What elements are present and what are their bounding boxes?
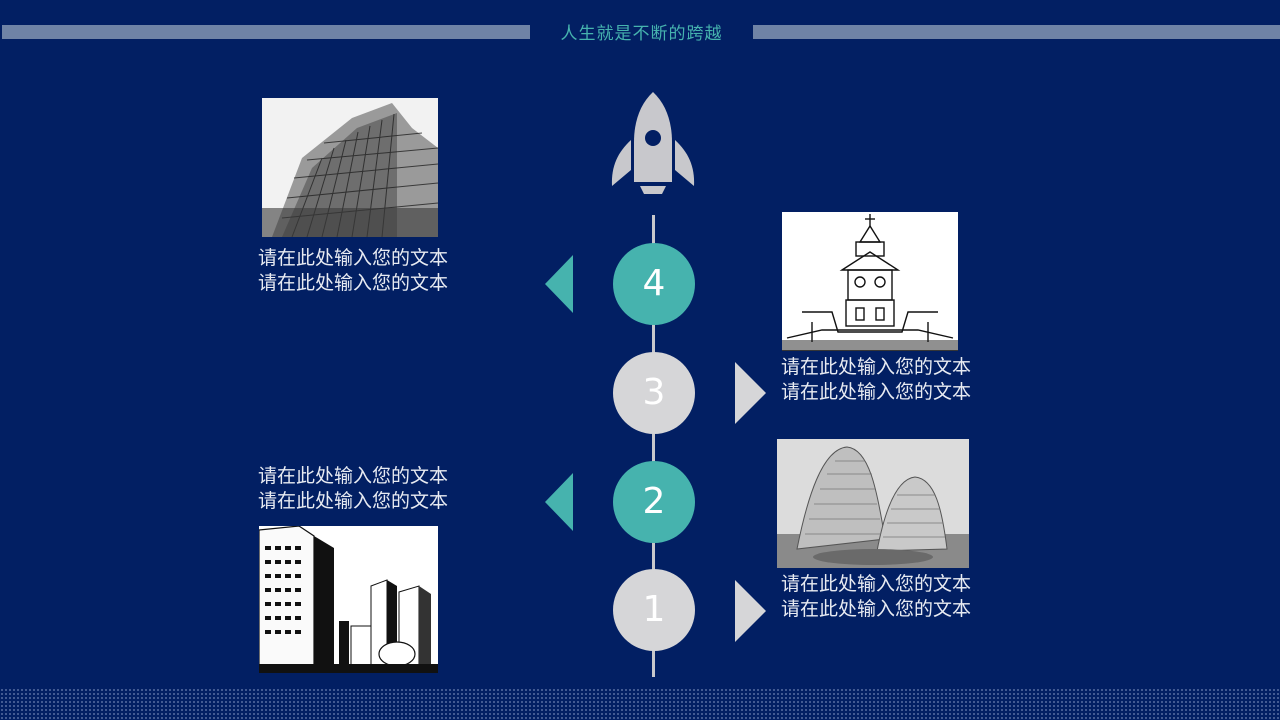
step-4-text: 请在此处输入您的文本 请在此处输入您的文本 — [258, 246, 448, 296]
rocket-icon — [611, 92, 695, 194]
photo-glass-tower — [262, 98, 438, 237]
step-2-line-2: 请在此处输入您的文本 — [258, 490, 449, 512]
timeline-line — [652, 215, 655, 677]
timeline-node-4: 4 — [613, 243, 695, 325]
step-2-line-1: 请在此处输入您的文本 — [258, 465, 449, 487]
step-4-line-1: 请在此处输入您的文本 — [258, 247, 449, 269]
step-3-line-1: 请在此处输入您的文本 — [781, 356, 972, 378]
step-3-text: 请在此处输入您的文本 请在此处输入您的文本 — [781, 355, 971, 405]
timeline-node-3: 3 — [613, 352, 695, 434]
arrow-left-step-4-icon — [545, 255, 573, 313]
header-bar-left — [2, 25, 530, 39]
step-1-line-2: 请在此处输入您的文本 — [781, 598, 972, 620]
dotted-footer-band — [0, 688, 1280, 720]
slide-title: 人生就是不断的跨越 — [560, 24, 723, 44]
timeline-node-2: 2 — [613, 461, 695, 543]
step-1-text: 请在此处输入您的文本 请在此处输入您的文本 — [781, 572, 971, 622]
step-1-line-1: 请在此处输入您的文本 — [781, 573, 972, 595]
timeline-node-1: 1 — [613, 569, 695, 651]
photo-city-skyline — [259, 526, 438, 673]
header-bar-right — [753, 25, 1280, 39]
step-4-line-2: 请在此处输入您的文本 — [258, 272, 449, 294]
photo-curved-towers — [777, 439, 969, 568]
arrow-right-step-1-icon — [735, 580, 766, 642]
arrow-right-step-3-icon — [735, 362, 766, 424]
step-2-text: 请在此处输入您的文本 请在此处输入您的文本 — [258, 464, 448, 514]
arrow-left-step-2-icon — [545, 473, 573, 531]
photo-clock-tower — [782, 212, 958, 351]
step-3-line-2: 请在此处输入您的文本 — [781, 381, 972, 403]
